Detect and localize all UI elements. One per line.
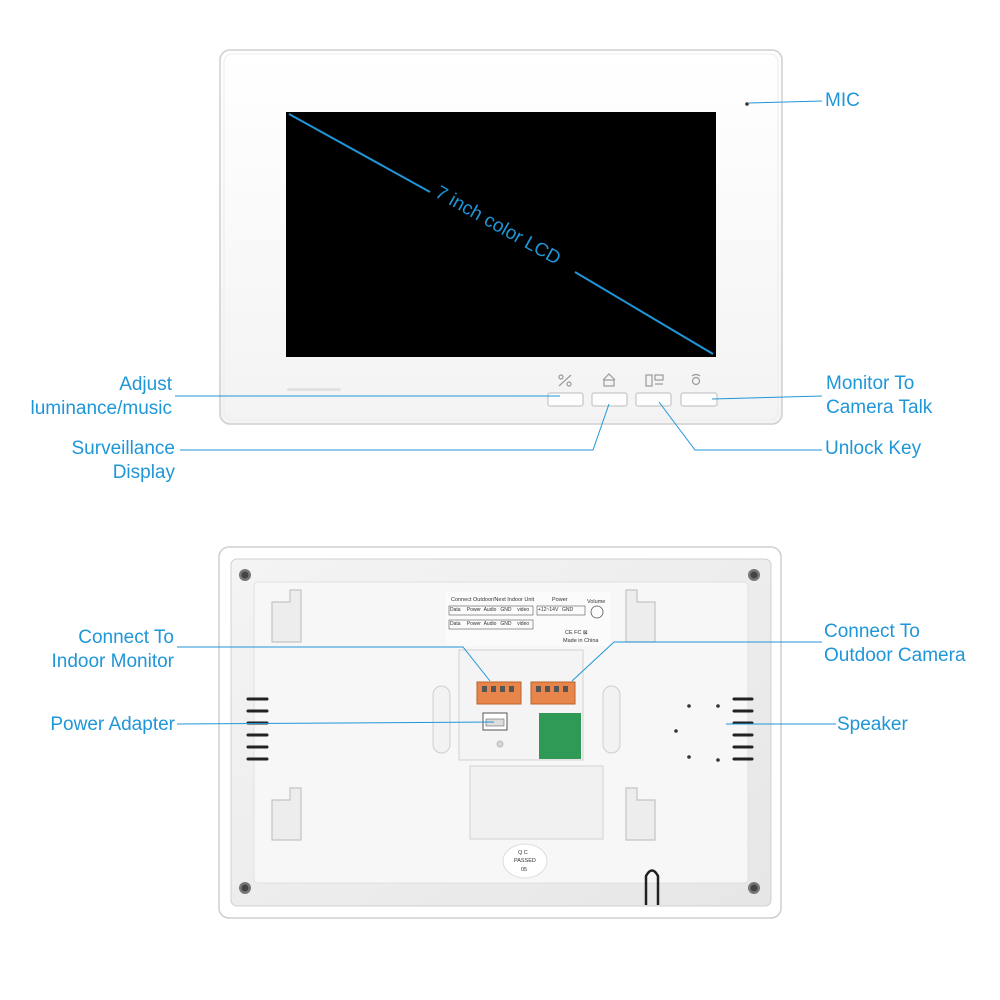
unlock-button[interactable] xyxy=(635,392,672,407)
label-speaker: Speaker xyxy=(837,713,908,737)
terminal-block-indoor xyxy=(476,681,522,705)
sticker-cell: Audio xyxy=(483,621,497,627)
label-outdoor-camera: Connect To Outdoor Camera xyxy=(824,620,966,668)
sticker-cell: video xyxy=(517,621,530,627)
screw-icon xyxy=(748,882,760,894)
label-adjust: Adjust luminance/music xyxy=(31,373,173,421)
screw-icon xyxy=(239,882,251,894)
svg-text:Power: Power xyxy=(552,597,568,603)
back-monitor: Connect Outdoor/Next Indoor Unit Power V… xyxy=(218,546,782,919)
talk-icon xyxy=(691,373,701,386)
back-leader-lines xyxy=(176,641,836,725)
svg-text:PASSED: PASSED xyxy=(514,858,536,864)
sticker-cell: Data xyxy=(450,621,461,627)
label-adjust-line1: Adjust xyxy=(119,374,172,395)
label-power-text: Power Adapter xyxy=(50,714,175,735)
svg-text:05: 05 xyxy=(521,867,527,873)
house-icon xyxy=(602,373,616,387)
front-leader-lines xyxy=(175,100,823,451)
label-indoor-line2: Indoor Monitor xyxy=(51,651,174,672)
label-mic-text: MIC xyxy=(825,90,860,111)
sticker-cell: Power xyxy=(466,621,481,627)
label-power-adapter: Power Adapter xyxy=(50,713,175,737)
label-unlock-text: Unlock Key xyxy=(825,438,922,459)
percent-icon xyxy=(558,374,572,387)
mount-hooks xyxy=(271,589,656,841)
screw-icon xyxy=(239,569,251,581)
label-surveillance: Surveillance Display xyxy=(72,437,176,485)
bezel-slot xyxy=(287,388,341,391)
label-unlock: Unlock Key xyxy=(825,437,921,461)
speaker-grille xyxy=(732,697,754,761)
sticker-cell: Audio xyxy=(483,607,497,613)
sticker-row-1: Data Power Audio GND video xyxy=(450,606,534,615)
label-monitor-talk: Monitor To Camera Talk xyxy=(826,372,932,420)
sticker-cell: GND xyxy=(500,621,512,627)
label-monitor-talk-line1: Monitor To xyxy=(826,373,915,394)
sticker-cell: +12~14V xyxy=(538,607,559,613)
sticker-power-row: +12~14V GND xyxy=(538,606,586,615)
sticker-row-2: Data Power Audio GND video xyxy=(450,620,534,629)
label-speaker-text: Speaker xyxy=(837,714,908,735)
sticker-cell: Data xyxy=(450,607,461,613)
label-surveillance-line1: Surveillance xyxy=(71,438,176,459)
volume-dial-icon xyxy=(590,605,604,619)
talk-button[interactable] xyxy=(680,392,718,407)
lcd-diagonal-line xyxy=(574,271,714,355)
label-surveillance-line2: Display xyxy=(112,462,175,483)
sticker-cell: Power xyxy=(466,607,481,613)
spec-sticker: Connect Outdoor/Next Indoor Unit Power V… xyxy=(446,592,610,646)
lcd-diagonal-line xyxy=(288,113,431,193)
label-adjust-line2: luminance/music xyxy=(30,398,173,419)
label-outdoor-line1: Connect To xyxy=(824,621,920,642)
sticker-cell: GND xyxy=(500,607,512,613)
mic-hole xyxy=(745,102,749,106)
terminal-block-outdoor xyxy=(530,681,576,705)
svg-text:Connect Outdoor/Next Indoor Un: Connect Outdoor/Next Indoor Unit xyxy=(451,597,535,603)
stand-wire xyxy=(644,869,660,905)
surveillance-button[interactable] xyxy=(591,392,628,407)
sticker-cell: video xyxy=(517,607,530,613)
label-outdoor-line2: Outdoor Camera xyxy=(824,645,966,666)
speaker-holes xyxy=(674,704,720,762)
adjust-button[interactable] xyxy=(547,392,584,407)
label-indoor-line1: Connect To xyxy=(78,627,174,648)
screw-icon xyxy=(748,569,760,581)
svg-text:Made in China: Made in China xyxy=(563,638,599,644)
unlock-door-icon xyxy=(645,374,664,387)
label-mic: MIC xyxy=(825,89,860,113)
sticker-cell: GND xyxy=(562,607,574,613)
label-indoor-monitor: Connect To Indoor Monitor xyxy=(51,626,174,674)
svg-text:Volume: Volume xyxy=(587,599,605,605)
pcb-green xyxy=(539,713,581,759)
svg-text:CE FC ⊠: CE FC ⊠ xyxy=(565,630,588,636)
label-monitor-talk-line2: Camera Talk xyxy=(826,397,933,418)
svg-text:Q C: Q C xyxy=(518,850,528,856)
qc-badge: Q C PASSED 05 xyxy=(502,843,548,879)
